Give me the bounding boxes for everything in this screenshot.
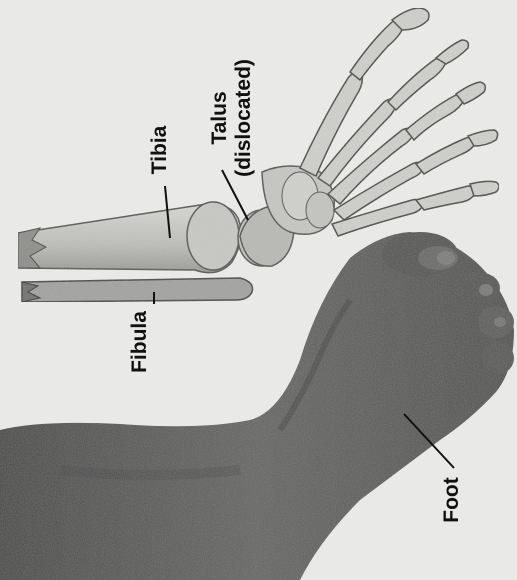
fibula-bone — [22, 278, 253, 302]
talus-label-line1: Talus — [208, 59, 232, 177]
talus-label: Talus (dislocated) — [208, 59, 256, 177]
foot-label: Foot — [441, 477, 463, 522]
talus-label-line2: (dislocated) — [232, 59, 256, 177]
fibula-label: Fibula — [129, 311, 151, 373]
tibia-label: Tibia — [149, 126, 171, 175]
